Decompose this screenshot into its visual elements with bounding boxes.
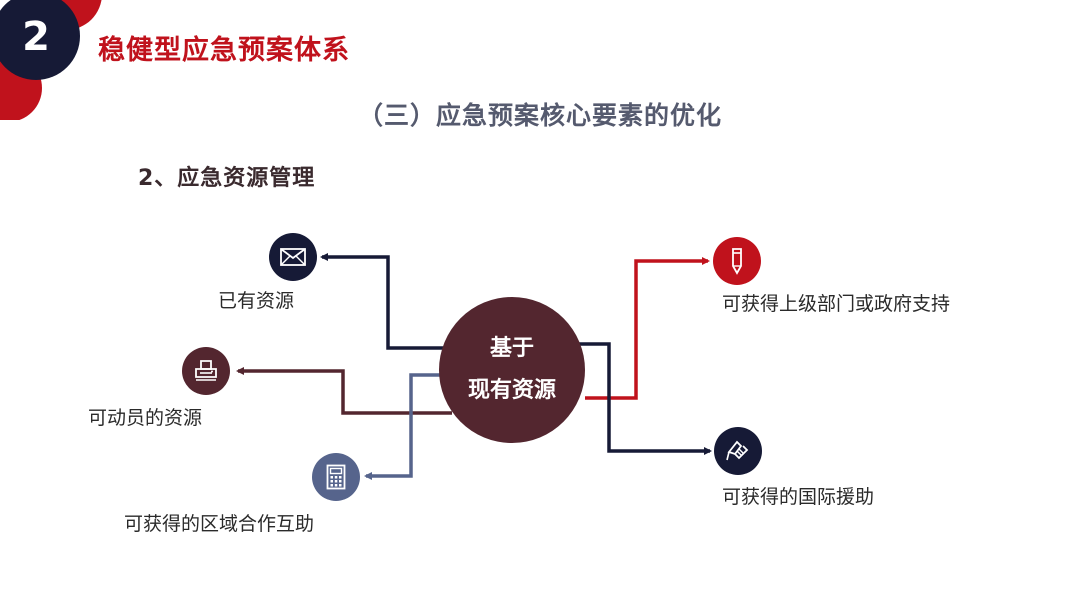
node-government-support — [713, 237, 761, 285]
label-international-aid: 可获得的国际援助 — [722, 486, 875, 508]
label-mobilizable-resources: 可动员的资源 — [88, 407, 203, 429]
connector-government — [585, 257, 710, 400]
section-number: 2 — [22, 14, 50, 60]
node-existing-resources — [269, 233, 317, 281]
slide-heading: 2、应急资源管理 — [138, 166, 316, 191]
slide-subtitle: （三）应急预案核心要素的优化 — [357, 101, 722, 130]
node-mobilizable-resources — [182, 347, 230, 395]
label-existing-resources: 已有资源 — [218, 290, 295, 312]
connector-international — [566, 342, 712, 455]
node-regional-cooperation — [312, 453, 360, 501]
center-label-line1: 基于 — [489, 336, 534, 361]
connector-existing — [320, 253, 470, 350]
envelope-icon — [280, 248, 306, 266]
calculator-icon — [326, 464, 346, 490]
connector-regional — [364, 373, 455, 480]
center-node: 基于 现有资源 — [439, 297, 585, 443]
node-international-aid — [714, 427, 762, 475]
center-label-line2: 现有资源 — [467, 378, 556, 403]
handshake-icon — [726, 440, 749, 461]
label-regional-cooperation: 可获得的区域合作互助 — [124, 513, 315, 535]
connector-mobilizable — [236, 367, 452, 415]
label-government-support: 可获得上级部门或政府支持 — [722, 293, 951, 315]
printer-icon — [195, 360, 217, 381]
section-title: 稳健型应急预案体系 — [98, 35, 350, 66]
corner-decoration — [0, 0, 102, 120]
pencil-icon — [732, 248, 742, 275]
